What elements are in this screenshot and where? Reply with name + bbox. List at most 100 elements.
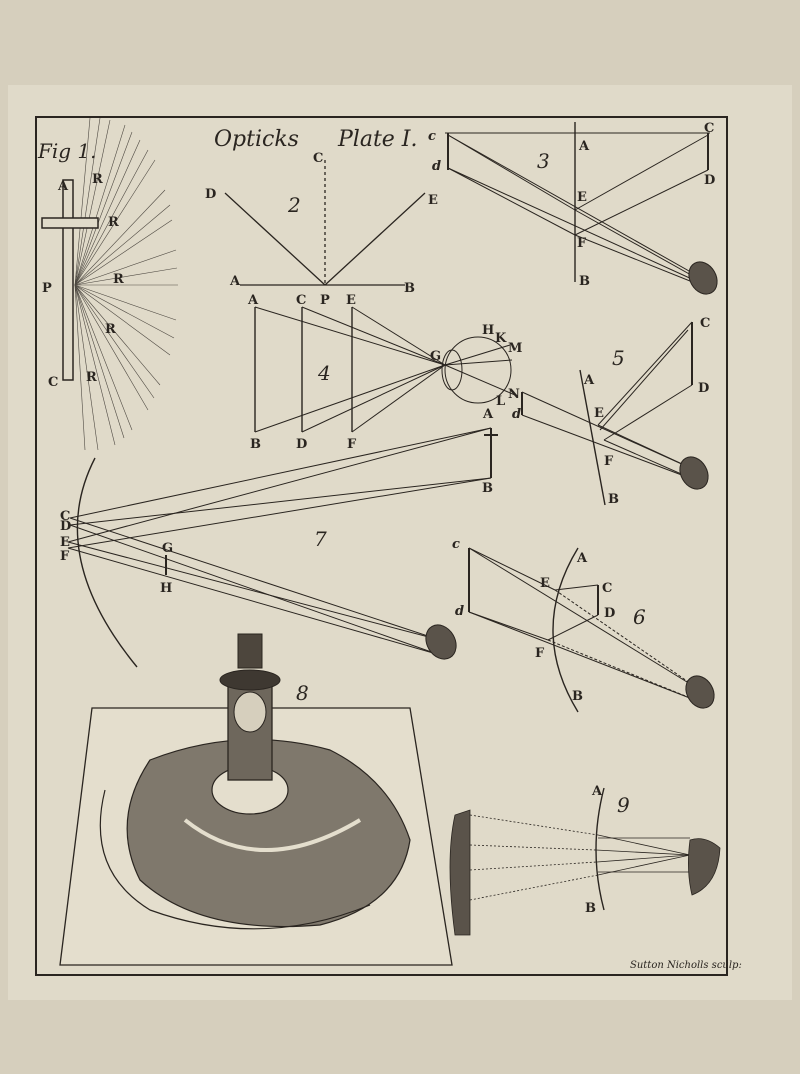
fig3-label-c-small: c: [428, 129, 436, 144]
figure-4-caption: 4: [317, 361, 331, 385]
figure-1: [41, 117, 178, 451]
fig1-label-r3: R: [113, 272, 124, 287]
fig4-label-f: F: [347, 437, 357, 452]
figure-6-caption: 6: [633, 605, 646, 629]
fig1-label-r5: R: [86, 370, 97, 385]
fig3-label-c: C: [704, 121, 714, 136]
figure-5-caption: 5: [612, 346, 625, 370]
figure-8-caption: 8: [296, 681, 309, 705]
fig9-label-a: A: [591, 784, 603, 799]
fig7-label-f: F: [60, 549, 70, 564]
radiating-light-rays: [74, 117, 178, 451]
figure-2: [224, 160, 426, 286]
figure-9: [449, 787, 721, 936]
eye-icon: [425, 624, 457, 660]
fig2-label-a: A: [229, 274, 241, 289]
plate-border: [35, 116, 728, 976]
fig4-label-g: G: [430, 349, 441, 364]
fig3-label-e: E: [577, 190, 587, 205]
fig4-label-d: D: [296, 437, 307, 452]
cross-arm: [41, 217, 99, 229]
eye-lens: [441, 349, 463, 391]
fig5-label-d: D: [698, 381, 709, 396]
fig3-label-a: A: [578, 139, 590, 154]
head-bust-right: [688, 838, 721, 896]
distortion-outline: [99, 789, 371, 930]
fig7-label-e: E: [60, 535, 70, 550]
fig6-label-f: F: [535, 646, 545, 661]
fig4-label-p: P: [320, 293, 330, 308]
figure-3-caption: 3: [537, 149, 550, 173]
fig9-label-b: B: [585, 901, 596, 916]
fig4-label-m: M: [508, 341, 522, 356]
fig2-label-b: B: [404, 281, 415, 296]
cylinder-cap: [219, 669, 281, 691]
figure-2-caption: 2: [287, 193, 301, 217]
fig5-label-e: E: [594, 406, 604, 421]
eye-globe: [444, 336, 512, 404]
plate-title-left: Opticks: [214, 127, 299, 152]
fig4-label-b: B: [250, 437, 261, 452]
fig4-label-e: E: [346, 293, 356, 308]
fig4-label-h: H: [482, 323, 494, 338]
fig1-label-r4: R: [105, 322, 116, 337]
distortion-highlight: [183, 818, 362, 852]
figure-3: [445, 122, 718, 295]
fig1-label-r1: R: [92, 172, 103, 187]
fig4-label-l: L: [496, 394, 505, 409]
figure-4: [254, 306, 516, 433]
engraver-signature: Sutton Nicholls sculp:: [630, 960, 742, 971]
figure-9-caption: 9: [617, 793, 630, 817]
fig3-label-f: F: [577, 236, 587, 251]
fig5-label-d-small: d: [512, 407, 521, 422]
figure-1-caption: Fig 1.: [37, 139, 97, 163]
eye-icon: [685, 675, 715, 709]
fig6-label-c-small: c: [452, 537, 460, 552]
cross-object: [62, 179, 74, 381]
fig6-label-b: B: [572, 689, 583, 704]
fig1-label-c: C: [48, 375, 58, 390]
fig7-label-g: G: [162, 541, 173, 556]
fig2-label-c: C: [313, 151, 323, 166]
convex-mirror: [552, 547, 579, 713]
fig3-label-d-small: d: [432, 159, 441, 174]
fig5-label-a: A: [583, 373, 595, 388]
mirror-line: [579, 369, 606, 506]
plate-title-right: Plate I.: [337, 127, 418, 152]
fig6-label-a: A: [576, 551, 588, 566]
fig1-label-r2: R: [108, 215, 119, 230]
fig5-label-c: C: [700, 316, 710, 331]
figure-7-caption: 7: [314, 527, 327, 551]
figure-5: [521, 321, 709, 506]
fig6-label-d: D: [604, 606, 615, 621]
fig4-label-a: A: [247, 293, 259, 308]
eye-icon: [679, 456, 709, 490]
anamorphic-distortion: [126, 738, 411, 928]
fig7-label-d: D: [60, 519, 71, 534]
fig2-label-d: D: [205, 187, 216, 202]
fig3-label-b: B: [579, 274, 590, 289]
figure-6: [468, 547, 715, 713]
fig3-label-d: D: [704, 173, 715, 188]
lens-mirror: [595, 787, 605, 911]
incident-ray: [224, 192, 326, 286]
figure-8: [59, 633, 453, 966]
fig4-label-a2: A: [482, 407, 494, 422]
fig6-label-c: C: [602, 581, 612, 596]
fig4-label-k: K: [495, 331, 507, 346]
fig7-label-b: B: [482, 481, 493, 496]
fig5-label-b: B: [608, 492, 619, 507]
fig6-label-e: E: [540, 576, 550, 591]
concave-mirror: [76, 457, 138, 668]
fig6-label-d-small: d: [455, 604, 464, 619]
reflected-ray: [324, 192, 426, 286]
fig5-label-f: F: [604, 454, 614, 469]
figure-7: [67, 427, 498, 668]
fig2-label-e: E: [428, 193, 438, 208]
cylinder-knob: [237, 633, 263, 669]
fig4-label-c: C: [296, 293, 306, 308]
reflected-portrait: [233, 691, 267, 733]
fig7-label-h: H: [160, 581, 172, 596]
fig1-label-p: P: [42, 281, 52, 296]
